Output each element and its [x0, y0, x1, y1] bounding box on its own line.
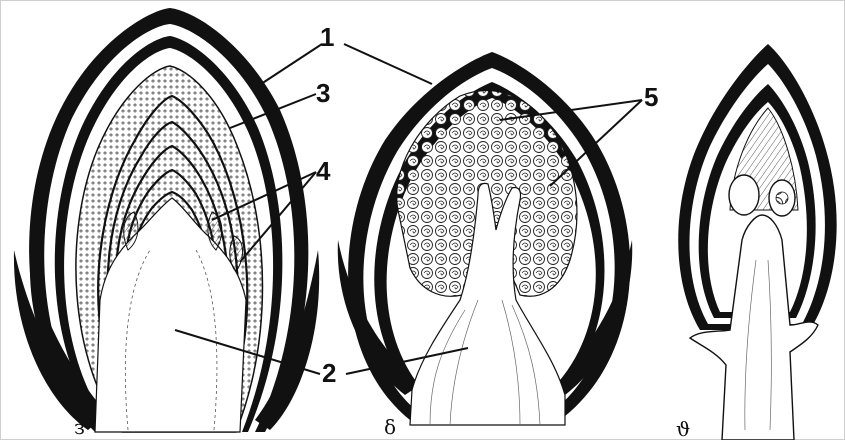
label-3: 3	[316, 78, 330, 108]
left-bud	[14, 8, 319, 432]
label-2: 2	[322, 358, 336, 388]
label-5: 5	[644, 82, 658, 112]
right-bud	[678, 44, 836, 440]
right-bud-lateral-bud-left	[729, 175, 759, 215]
panel-letter-left: з	[74, 415, 85, 439]
panel-letter-right: ϑ	[676, 417, 690, 440]
label-4: 4	[316, 156, 331, 186]
label-1: 1	[320, 22, 334, 52]
panel-letter-middle: δ	[384, 415, 396, 439]
